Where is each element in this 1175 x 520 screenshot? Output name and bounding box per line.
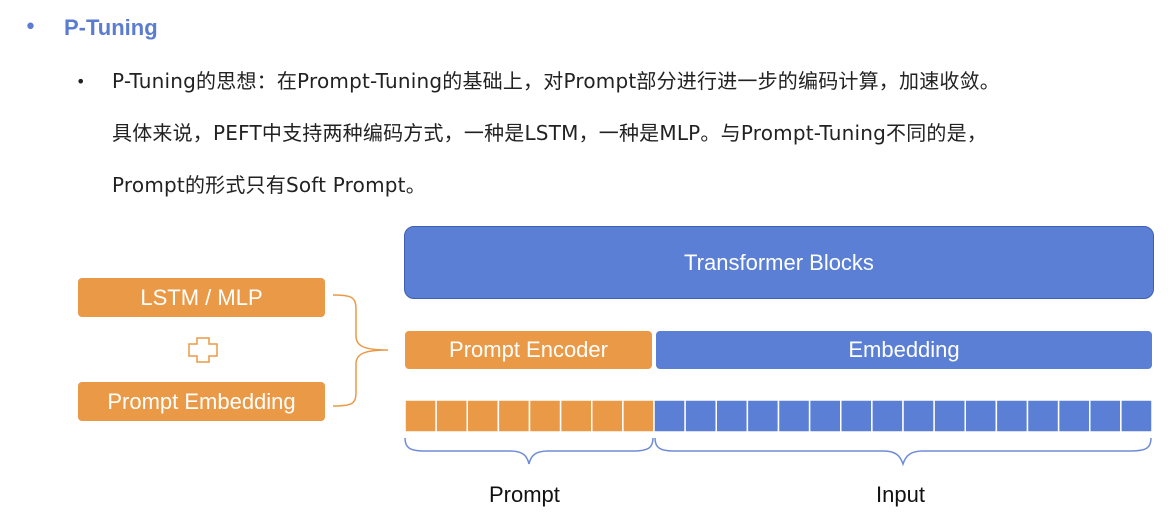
prompt-token-cell: [435, 399, 468, 433]
input-token-cell: [746, 399, 780, 433]
prompt-label: Prompt: [489, 482, 560, 507]
prompt-token-cell: [559, 399, 593, 433]
body-bullet: •: [76, 72, 86, 91]
lstm-mlp-box: LSTM / MLP: [78, 278, 325, 317]
input-token-cell: [964, 399, 998, 433]
input-token-cell: [684, 399, 717, 433]
input-token-cell: [1026, 399, 1060, 433]
prompt-token-cell: [591, 399, 624, 433]
input-token-cell: [1120, 399, 1153, 433]
prompt-token-cell: [528, 399, 562, 433]
body-line-1: P-Tuning的思想：在Prompt-Tuning的基础上，对Prompt部分…: [112, 69, 1000, 93]
prompt-encoder-box: Prompt Encoder: [405, 331, 652, 369]
section-heading: P-Tuning: [64, 15, 158, 40]
input-token-cell: [1057, 399, 1091, 433]
prompt-embedding-box: Prompt Embedding: [78, 382, 325, 421]
prompt-token-cell: [622, 399, 655, 433]
body-line-2: 具体来说，PEFT中支持两种编码方式，一种是LSTM，一种是MLP。与Promp…: [112, 121, 988, 145]
input-token-cell: [995, 399, 1029, 433]
input-token-cell: [653, 399, 686, 433]
plus-icon: [188, 337, 218, 363]
input-token-cell: [902, 399, 935, 433]
prompt-token-cell: [404, 399, 437, 433]
input-token-cell: [777, 399, 811, 433]
embedding-box: Embedding: [656, 331, 1152, 369]
input-token-cell: [808, 399, 842, 433]
input-label: Input: [876, 482, 925, 507]
input-token-cell: [840, 399, 873, 433]
combine-brace: [332, 294, 389, 407]
prompt-token-cell: [466, 399, 500, 433]
prompt-token-cell: [497, 399, 531, 433]
body-line-3: Prompt的形式只有Soft Prompt。: [112, 173, 426, 197]
input-token-cell: [1089, 399, 1122, 433]
token-row: [404, 399, 1153, 433]
prompt-brace: [404, 437, 654, 465]
transformer-blocks-box: Transformer Blocks: [404, 226, 1154, 299]
input-token-cell: [871, 399, 904, 433]
input-brace: [654, 437, 1152, 467]
input-token-cell: [933, 399, 966, 433]
input-token-cell: [715, 399, 749, 433]
heading-bullet: •: [24, 15, 37, 40]
